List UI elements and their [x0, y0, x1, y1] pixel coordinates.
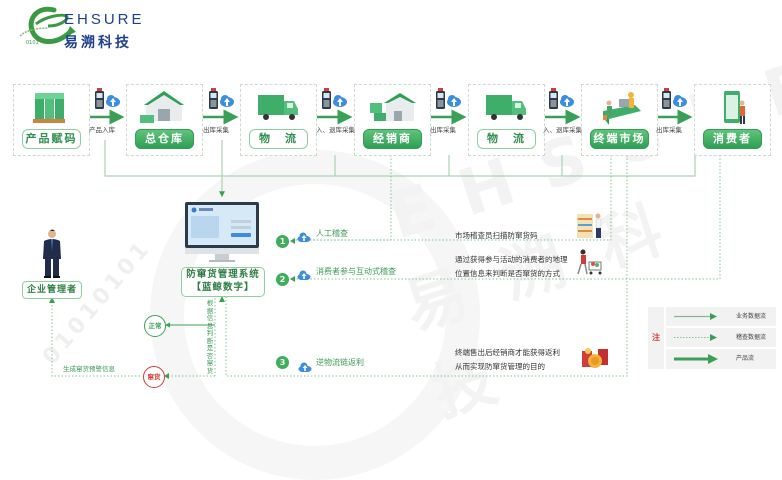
stage-label: 消费者 [703, 129, 762, 149]
connector-label: 入、退库采集 [543, 126, 582, 134]
warehouse-icon [140, 91, 184, 123]
arrow-left-icon [290, 276, 295, 282]
scanner-cloud-icon [435, 88, 463, 110]
stage-label: 产品赋码 [22, 129, 81, 149]
legend-item-business-flow: 业务数据流 [666, 307, 776, 326]
normal-status-circle: 正常 [144, 315, 166, 337]
scanner-cloud-icon [548, 88, 576, 110]
method-description: 市场稽查员扫描防窜货码 [455, 229, 538, 243]
inspector-shelf-icon [575, 210, 605, 244]
description-line: 通过获得参与活动的消费者的地理 [455, 255, 568, 264]
legend-item-product-flow: 产品流 [666, 349, 776, 369]
stage-1: 产品赋码 [13, 84, 90, 156]
logo-e-icon [19, 6, 76, 44]
connector-label: 产品入库 [89, 126, 115, 134]
connector-label: 出库采集 [203, 126, 229, 134]
cloud-upload-icon [298, 357, 312, 376]
consumer-phone-icon [724, 91, 745, 124]
legend-label: 稽查数据流 [736, 334, 767, 341]
scanner-cloud-icon [94, 88, 122, 110]
method-number-1: 1 [276, 235, 289, 248]
dotted-arrow-icon [674, 334, 717, 341]
scanner-cloud-icon [661, 88, 689, 110]
stage-6: 终端市场 [581, 84, 658, 156]
anti-diversion-system-label: 防窜货管理系统 【蓝鲸数字】 [181, 267, 265, 297]
truck-icon [258, 95, 298, 120]
businessman-icon [43, 229, 61, 278]
stage-label: 终端市场 [590, 129, 649, 149]
description-line: 终端售出后经销商才能获得返利 [455, 348, 560, 357]
system-monitor [183, 200, 261, 264]
scanner-cloud-icon [321, 88, 349, 110]
legend-label: 产品流 [736, 355, 755, 362]
stage-4: 经销商 [354, 84, 431, 156]
stage-label: 经销商 [363, 129, 422, 149]
method-label: 逆物流链返利 [316, 358, 364, 367]
arrow-left-icon [290, 238, 295, 244]
manager-figure [40, 229, 64, 279]
brand-logo: 0101 EHSURE 易溯科技 [18, 2, 178, 54]
brand-name-cn: 易溯科技 [64, 35, 132, 51]
stage-label: 物 流 [477, 129, 536, 149]
connector-label: 出库采集 [656, 126, 682, 134]
connector-label: 出库采集 [430, 126, 456, 134]
legend-label: 业务数据流 [736, 313, 767, 320]
method-number-3: 3 [276, 356, 289, 369]
method-label: 消费者参与互动式稽查 [316, 267, 396, 276]
cloud-upload-icon [297, 227, 311, 246]
connector-label: 入、退库采集 [316, 126, 355, 134]
stage-label: 总仓库 [135, 129, 194, 149]
pallet-boxes-icon [33, 93, 65, 123]
judgement-vertical-text: 根据信息判断是否窜货 [206, 299, 214, 375]
legend: 注 业务数据流 稽查数据流 产品流 [648, 307, 776, 369]
diversion-status-circle: 窜货 [143, 366, 165, 388]
solid-thin-arrow-icon [674, 313, 717, 320]
stage-7: 消费者 [694, 84, 771, 156]
enterprise-manager-label: 企业管理者 [22, 281, 82, 299]
red-envelope-icon [580, 345, 610, 379]
generate-alert-text: 生成窜货预警信息 [63, 365, 115, 373]
stage-3: 物 流 [240, 84, 317, 156]
shopper-cart-icon [575, 248, 605, 282]
logo-binary: 0101 [26, 40, 39, 46]
legend-item-inspection-flow: 稽查数据流 [666, 328, 776, 347]
system-title: 防窜货管理系统 [186, 269, 260, 280]
description-line: 从而实现防窜货管理的目的 [455, 362, 545, 371]
brand-name-en: EHSURE [64, 11, 145, 28]
monitor-icon [185, 202, 259, 262]
thick-arrow-icon [674, 354, 718, 364]
stage-5: 物 流 [468, 84, 545, 156]
method-number-2: 2 [276, 273, 289, 286]
system-subtitle: 【蓝鲸数字】 [191, 282, 255, 293]
description-line: 位置信息来判断是否窜货的方式 [455, 269, 560, 278]
legend-title: 注 [648, 307, 664, 369]
method-label: 人工稽查 [316, 229, 348, 238]
method-description: 终端售出后经销商才能获得返利从而实现防窜货管理的目的 [455, 346, 560, 374]
scanner-cloud-icon [208, 88, 236, 110]
stage-label: 物 流 [249, 129, 308, 149]
distributor-warehouse-icon [370, 93, 416, 121]
truck-icon [486, 95, 526, 120]
method-description: 通过获得参与活动的消费者的地理位置信息来判断是否窜货的方式 [455, 253, 568, 281]
retail-counter-icon [603, 92, 641, 125]
stage-2: 总仓库 [126, 84, 203, 156]
cloud-upload-icon [297, 265, 311, 284]
description-line: 市场稽查员扫描防窜货码 [455, 231, 538, 240]
